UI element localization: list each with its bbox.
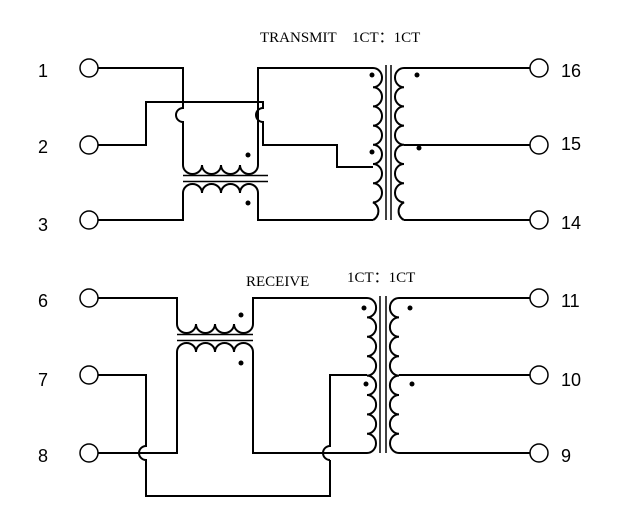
polarity-dot [238,360,244,366]
polarity-dot [363,381,369,387]
transmit-secondary-coil [394,67,405,221]
polarity-dot [238,312,244,318]
receive-choke-upper-coil [176,323,254,334]
wire-pin3 [98,193,184,221]
polarity-dot [416,145,422,151]
pin-6-label: 6 [38,291,48,311]
terminal-pin-2 [79,135,99,155]
pin-16-label: 16 [561,61,581,81]
wire-pin8 [98,352,178,454]
terminal-pin-10 [529,365,549,385]
pin-8-label: 8 [38,446,48,466]
wire-pin6 [98,297,178,324]
polarity-dot [407,305,413,311]
transmit-choke-upper-coil [182,164,259,175]
pin-2-label: 2 [38,137,48,157]
transmit-label: TRANSMIT [260,30,337,46]
pin-3-label: 3 [38,215,48,235]
polarity-dot [414,72,420,78]
terminal-pin-9 [529,443,549,463]
polarity-dot [369,149,375,155]
wire-xfmr-top-right [257,67,373,165]
polarity-dot [369,72,375,78]
terminal-pin-16 [529,58,549,78]
transmit-choke-lower-coil [182,183,259,194]
terminal-pin-14 [529,210,549,230]
receive-choke-lower-coil [176,342,254,353]
pin-10-label: 10 [561,370,581,390]
terminal-pin-7 [79,365,99,385]
terminal-pin-8 [79,443,99,463]
pin-14-label: 14 [561,213,581,233]
receive-ratio-label: 1CT：1CT [347,270,415,286]
polarity-dot [245,200,251,206]
pin-9-label: 9 [561,446,571,466]
polarity-dot [361,305,367,311]
wire-xfmr-bot-right [257,193,373,221]
transmit-ratio-label: 1CT：1CT [352,30,420,46]
transmit-section: TRANSMIT 1CT：1CT 1 2 3 16 15 14 [38,30,581,235]
polarity-dot [409,381,415,387]
wire-pin1 [98,67,184,165]
wire-center-tap-return [322,374,367,461]
receive-secondary-coil [388,297,400,454]
wire-pin7 [98,374,331,497]
wire-pin2 [98,101,373,168]
pin-11-label: 11 [561,291,580,311]
wire-xfmr-bot-right [252,352,367,454]
pin-7-label: 7 [38,370,48,390]
receive-section: RECEIVE 1CT：1CT 6 7 8 11 10 9 [38,270,581,497]
pin-15-label: 15 [561,134,581,154]
terminal-pin-3 [79,210,99,230]
terminal-pin-15 [529,135,549,155]
pin-1-label: 1 [38,61,48,81]
terminal-pin-6 [79,288,99,308]
polarity-dot [245,152,251,158]
receive-primary-coil [366,297,378,454]
terminal-pin-11 [529,288,549,308]
wire-xfmr-top-right [252,297,367,324]
transmit-primary-coil [372,67,383,221]
receive-label: RECEIVE [246,274,309,290]
terminal-pin-1 [79,58,99,78]
